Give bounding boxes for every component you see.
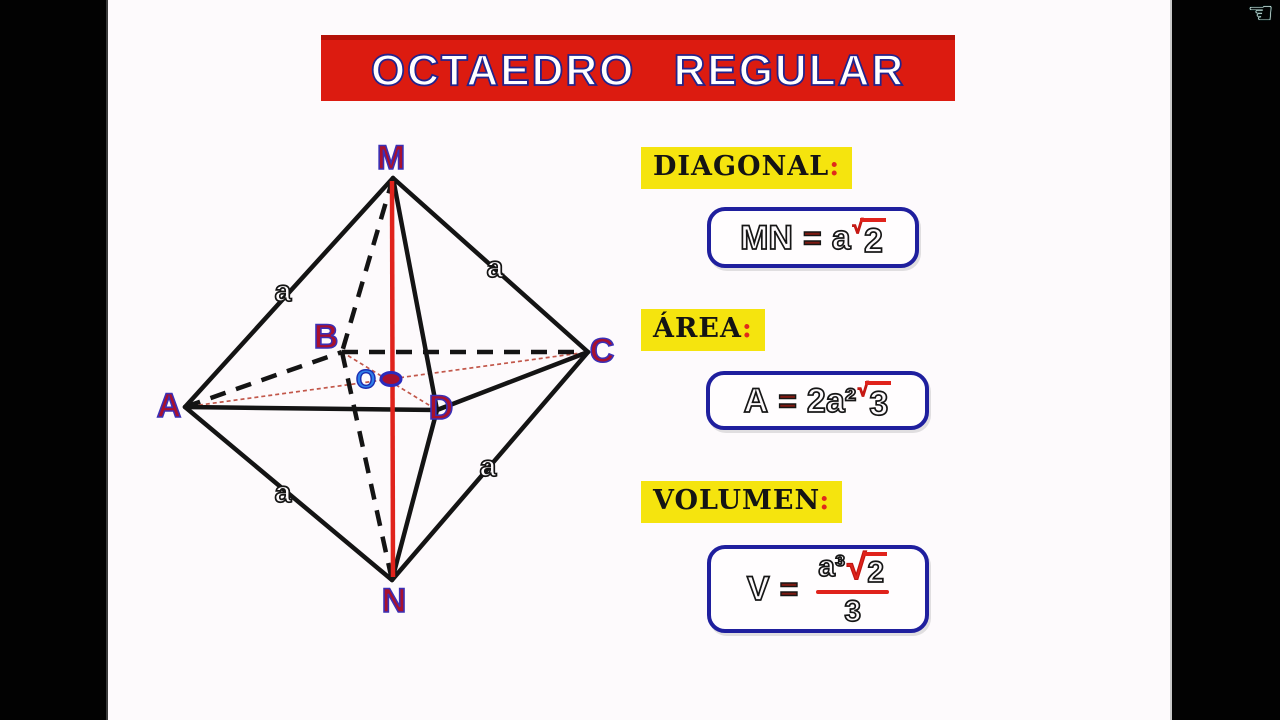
edge-label-a-lower-left: a (274, 476, 292, 509)
area-formula-coefficient: 2a² (806, 381, 857, 420)
diagonal-formula-lhs: MN (739, 218, 794, 257)
radical-sign-icon: √ (857, 378, 869, 400)
area-formula-radical: √ 3 (857, 378, 892, 421)
edge-label-a-lower-right: a (479, 450, 497, 483)
edge-label-a-upper-right: a (486, 251, 504, 284)
edge-MD (390, 175, 440, 413)
volumen-heading: VOLUMEN: (641, 481, 843, 523)
radical-sign-icon: √ (846, 546, 867, 587)
center-label-O: O (355, 364, 377, 394)
area-formula-radicand: 3 (865, 380, 892, 421)
fraction-bar (816, 589, 890, 594)
vertex-label-N: N (381, 582, 407, 620)
letterbox-left (0, 0, 108, 720)
edge-DC (434, 349, 591, 413)
volumen-formula-numerator: a³ √ 2 (816, 546, 889, 590)
vertex-label-D: D (428, 389, 454, 427)
volumen-numerator-coefficient: a³ (817, 549, 845, 583)
page-title: OCTAEDRO REGULAR (370, 45, 906, 96)
vertex-label-A: A (156, 387, 182, 425)
area-formula-equals: = (778, 382, 798, 419)
area-heading-text: ÁREA (653, 313, 742, 344)
edge-AD (182, 404, 440, 413)
edge-MB (339, 177, 396, 353)
area-formula-box: A = 2a² √ 3 (706, 371, 929, 430)
edge-label-a-upper-left: a (274, 275, 292, 308)
volumen-heading-text: VOLUMEN (653, 485, 820, 516)
volumen-formula-box: V = a³ √ 2 3 (707, 545, 929, 633)
area-heading-colon: : (741, 313, 753, 344)
base-diagonals (184, 351, 589, 411)
pointing-hand-icon: ☜ (1247, 0, 1274, 30)
solid-edges (182, 175, 591, 583)
volumen-formula-fraction: a³ √ 2 3 (816, 546, 890, 628)
hidden-edges (184, 177, 588, 581)
area-heading: ÁREA: (641, 309, 765, 351)
volumen-heading-colon: : (819, 485, 831, 516)
diagonal-formula-box: MN = a √ 2 (707, 207, 919, 268)
radical-sign-icon: √ (852, 215, 864, 237)
center-point (379, 371, 403, 387)
vertex-label-B: B (313, 318, 339, 356)
edge-AB (184, 349, 343, 410)
edge-DN (389, 407, 440, 583)
volumen-formula-denominator: 3 (844, 594, 862, 628)
diagonal-heading: DIAGONAL: (641, 147, 853, 189)
area-formula-lhs: A (743, 381, 769, 420)
volumen-formula-lhs: V (746, 570, 770, 608)
diagonal-formula-equals: = (802, 219, 822, 256)
vertex-label-C: C (589, 332, 615, 370)
axis-MN (389, 180, 396, 578)
letterbox-right: ☜ (1170, 0, 1280, 720)
diagonal-formula-radical: √ 2 (852, 215, 886, 258)
diagonal-heading-colon: : (829, 151, 841, 182)
diagonal-formula-radicand: 2 (859, 217, 886, 258)
vertex-label-M: M (376, 139, 406, 177)
diagonal-formula-coefficient: a (831, 218, 852, 257)
volumen-formula-radicand: 2 (863, 551, 888, 588)
volumen-formula-radical: √ 2 (846, 546, 888, 588)
title-banner: OCTAEDRO REGULAR (321, 35, 955, 101)
volumen-formula-equals: = (779, 571, 799, 607)
diagonal-heading-text: DIAGONAL (653, 151, 830, 182)
diagonal-AC (184, 351, 589, 408)
